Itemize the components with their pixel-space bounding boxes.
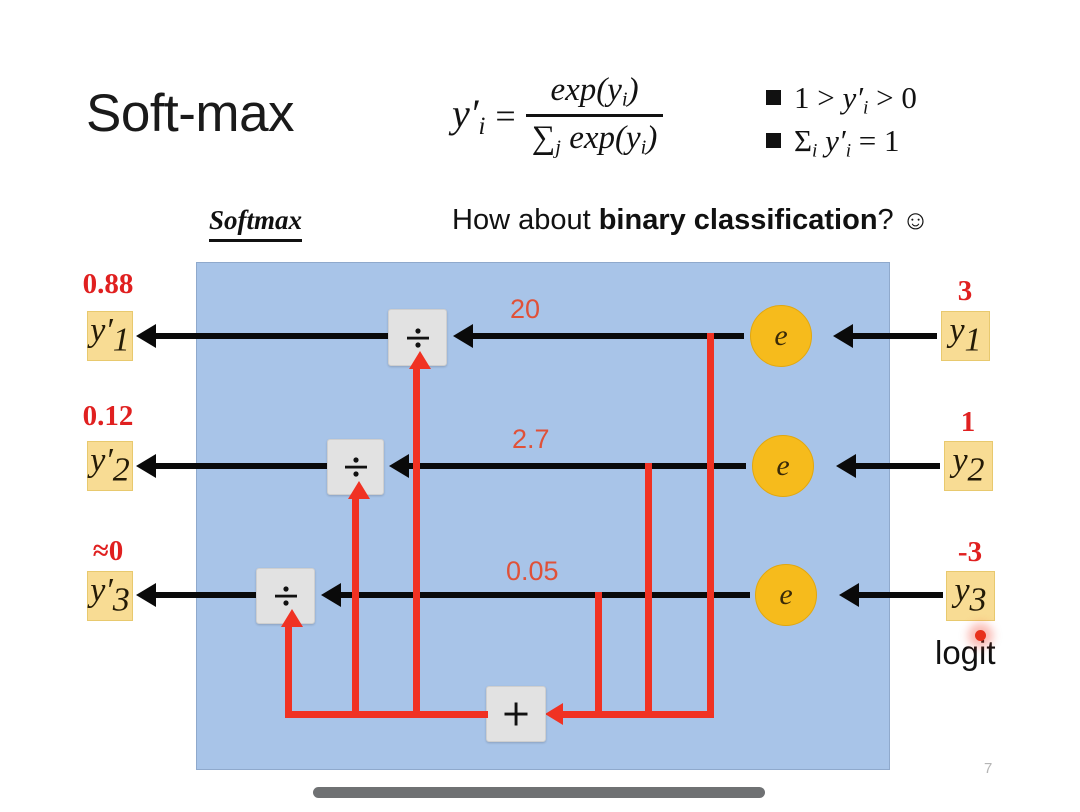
formula-numerator: exp(yi) bbox=[550, 72, 639, 111]
arrow-head-in-2 bbox=[836, 454, 856, 478]
smiley-icon: ☺ bbox=[901, 205, 930, 235]
arrow-head-out-2 bbox=[136, 454, 156, 478]
divide-icon bbox=[406, 327, 429, 348]
red-tap-line-3 bbox=[595, 592, 602, 715]
section-label-softmax: Softmax bbox=[209, 205, 303, 242]
red-tap-line-2 bbox=[645, 463, 652, 715]
arrow-head-in-3 bbox=[839, 583, 859, 607]
arrow-line-e3 bbox=[340, 592, 750, 598]
output-box-y1: y′1 bbox=[87, 311, 133, 361]
red-riser-line-3 bbox=[285, 626, 292, 714]
formula-lhs: y′i bbox=[452, 91, 486, 141]
property-item-sum: Σi y′i = 1 bbox=[766, 123, 917, 162]
red-sum-input-bus bbox=[556, 711, 714, 718]
arrow-head-out-1 bbox=[136, 324, 156, 348]
input-box-y2: y2 bbox=[944, 441, 993, 491]
input-value-3: -3 bbox=[957, 536, 983, 568]
softmax-properties: 1 > y′i > 0 Σi y′i = 1 bbox=[766, 80, 917, 167]
property-item-range: 1 > y′i > 0 bbox=[766, 80, 917, 119]
arrow-head-in-1 bbox=[833, 324, 853, 348]
formula-fraction: exp(yi) ∑j exp(yi) bbox=[525, 72, 664, 159]
question-emphasis: binary classification bbox=[598, 204, 878, 236]
red-arrow-head-divide-3 bbox=[281, 609, 303, 627]
arrow-head-e3 bbox=[321, 583, 341, 607]
arrow-line-in-3 bbox=[858, 592, 943, 598]
bullet-square-icon bbox=[766, 133, 781, 149]
arrow-line-in-1 bbox=[852, 333, 937, 339]
input-value-2: 1 bbox=[960, 406, 976, 438]
output-value-1: 0.88 bbox=[82, 268, 134, 300]
output-box-y3: y′3 bbox=[87, 571, 133, 621]
red-riser-line-1 bbox=[413, 368, 420, 714]
arrow-head-e2 bbox=[389, 454, 409, 478]
red-sum-output-bus bbox=[285, 711, 488, 718]
question-text: How about binary classification? ☺ bbox=[452, 204, 929, 237]
page-number: 7 bbox=[984, 760, 993, 777]
formula-equals: = bbox=[495, 95, 516, 136]
red-arrow-head-divide-1 bbox=[409, 351, 431, 369]
exp-node-2: e bbox=[752, 435, 814, 497]
red-arrow-head-into-sum bbox=[545, 703, 563, 725]
red-arrow-head-divide-2 bbox=[348, 481, 370, 499]
cursor-dot-icon bbox=[975, 630, 986, 641]
output-value-3: ≈0 bbox=[92, 535, 124, 567]
input-box-y3: y3 bbox=[946, 571, 995, 621]
divide-icon bbox=[274, 586, 297, 606]
divide-icon bbox=[344, 457, 367, 477]
arrow-line-out-2 bbox=[155, 463, 330, 469]
plus-icon bbox=[504, 702, 528, 726]
arrow-head-e1 bbox=[453, 324, 473, 348]
logit-caption: logit bbox=[935, 634, 996, 671]
arrow-line-out-3 bbox=[155, 592, 258, 598]
formula-denominator: ∑j exp(yi) bbox=[531, 119, 658, 159]
red-riser-line-2 bbox=[352, 498, 359, 714]
page-title: Soft-max bbox=[86, 84, 295, 143]
arrow-line-out-1 bbox=[155, 333, 390, 339]
question-suffix: ? bbox=[877, 204, 902, 236]
output-box-y2: y′2 bbox=[87, 441, 133, 491]
softmax-formula: y′i = exp(yi) ∑j exp(yi) bbox=[452, 72, 664, 159]
arrow-line-in-2 bbox=[855, 463, 940, 469]
input-box-y1: y1 bbox=[941, 311, 990, 361]
question-prefix: How about bbox=[452, 204, 599, 236]
output-value-2: 0.12 bbox=[82, 400, 134, 432]
bullet-square-icon bbox=[766, 90, 781, 105]
horizontal-scrollbar-thumb[interactable] bbox=[313, 787, 765, 798]
exp-node-1: e bbox=[750, 305, 812, 367]
sum-box bbox=[486, 686, 546, 742]
arrow-line-e1 bbox=[472, 333, 744, 339]
input-value-1: 3 bbox=[957, 275, 973, 307]
arrow-head-out-3 bbox=[136, 583, 156, 607]
fraction-bar bbox=[525, 113, 664, 117]
flow-value-1: 20 bbox=[510, 294, 541, 324]
red-tap-line-1 bbox=[707, 333, 714, 715]
flow-value-2: 2.7 bbox=[512, 424, 550, 454]
flow-value-3: 0.05 bbox=[506, 556, 559, 586]
arrow-line-e2 bbox=[408, 463, 746, 469]
exp-node-3: e bbox=[755, 564, 817, 626]
